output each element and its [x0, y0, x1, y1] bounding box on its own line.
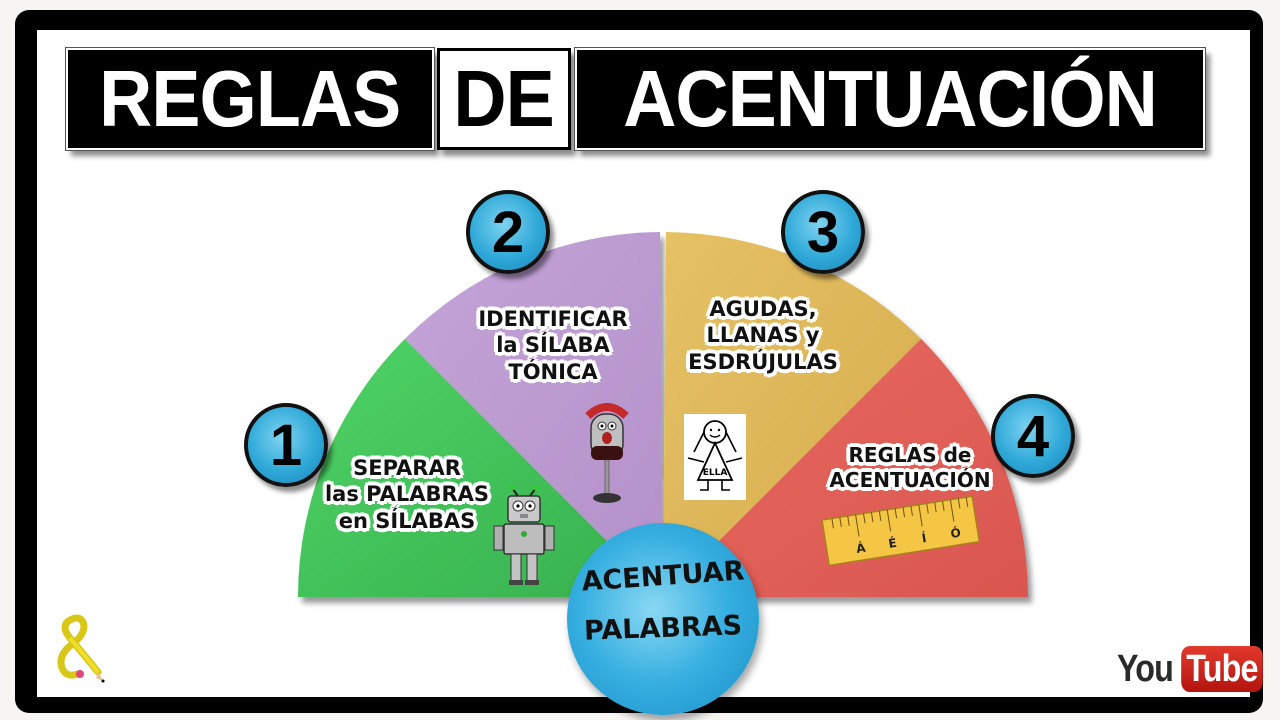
title-text-de: DE	[453, 54, 555, 143]
segment-4-label: REGLAS de ACENTUACIÓN	[800, 443, 1020, 493]
step-number-2: 2	[466, 190, 550, 274]
segment-2-purple	[404, 232, 663, 597]
robot-icon	[493, 485, 555, 585]
ruler-icon: Á É Í Ó	[821, 495, 981, 567]
title-part-de: DE	[437, 48, 571, 150]
title-part-acentuacion: ACENTUACIÓN	[574, 47, 1206, 151]
ruler-letter-i: Í	[921, 530, 928, 546]
title-part-reglas: REGLAS	[65, 47, 435, 151]
segment-1-line-3: en SÍLABAS	[338, 508, 476, 533]
segment-3-gold	[663, 232, 922, 597]
segment-4-line-2: ACENTUACIÓN	[829, 468, 991, 492]
center-ball-line-2: PALABRAS	[583, 610, 743, 647]
ampersand-pencil-logo	[57, 614, 105, 683]
segment-1-green	[298, 338, 663, 597]
segment-2-line-3: TÓNICA	[508, 359, 598, 384]
segment-2-line-1: IDENTIFICAR	[478, 307, 628, 331]
segment-4-line-1: REGLAS de	[848, 443, 972, 467]
step-number-2-text: 2	[491, 199, 525, 265]
segment-1-line-2: las PALABRAS	[324, 482, 490, 507]
segment-3-line-3: ESDRÚJULAS	[688, 349, 838, 374]
segment-2-line-2: la SÍLABA	[496, 333, 610, 358]
step-number-3-text: 3	[806, 199, 840, 265]
segment-1-line-1: SEPARAR	[353, 456, 461, 480]
segment-3-line-2: LLANAS y	[706, 323, 820, 348]
step-number-1: 1	[244, 403, 328, 487]
center-ball-line-1: ACENTUAR	[580, 555, 746, 598]
girl-icon-text: ELLA	[703, 468, 728, 478]
ruler-letter-o: Ó	[949, 525, 961, 541]
segment-3-label: AGUDAS, LLANAS y ESDRÚJULAS	[668, 296, 858, 375]
segment-2-label: IDENTIFICAR la SÍLABA TÓNICA	[448, 306, 658, 385]
microphone-icon	[585, 403, 629, 503]
ruler-letter-e: É	[887, 535, 897, 551]
segment-1-label: SEPARAR las PALABRAS en SÍLABAS	[312, 455, 502, 534]
youtube-tube-text: Tube	[1181, 646, 1263, 692]
youtube-logo[interactable]: You Tube	[1112, 644, 1270, 694]
girl-drawing-icon: ELLA	[684, 414, 746, 500]
step-number-1-text: 1	[269, 412, 303, 478]
ruler-letter-a: Á	[855, 540, 867, 556]
youtube-you-text: You	[1116, 647, 1174, 690]
center-ball: ACENTUAR PALABRAS	[567, 523, 759, 715]
title-text-acentuacion: ACENTUACIÓN	[623, 54, 1158, 143]
title-text-reglas: REGLAS	[99, 54, 401, 143]
step-number-4-text: 4	[1016, 403, 1050, 469]
step-number-4: 4	[991, 394, 1075, 478]
segment-3-line-1: AGUDAS,	[709, 297, 817, 321]
step-number-3: 3	[781, 190, 865, 274]
